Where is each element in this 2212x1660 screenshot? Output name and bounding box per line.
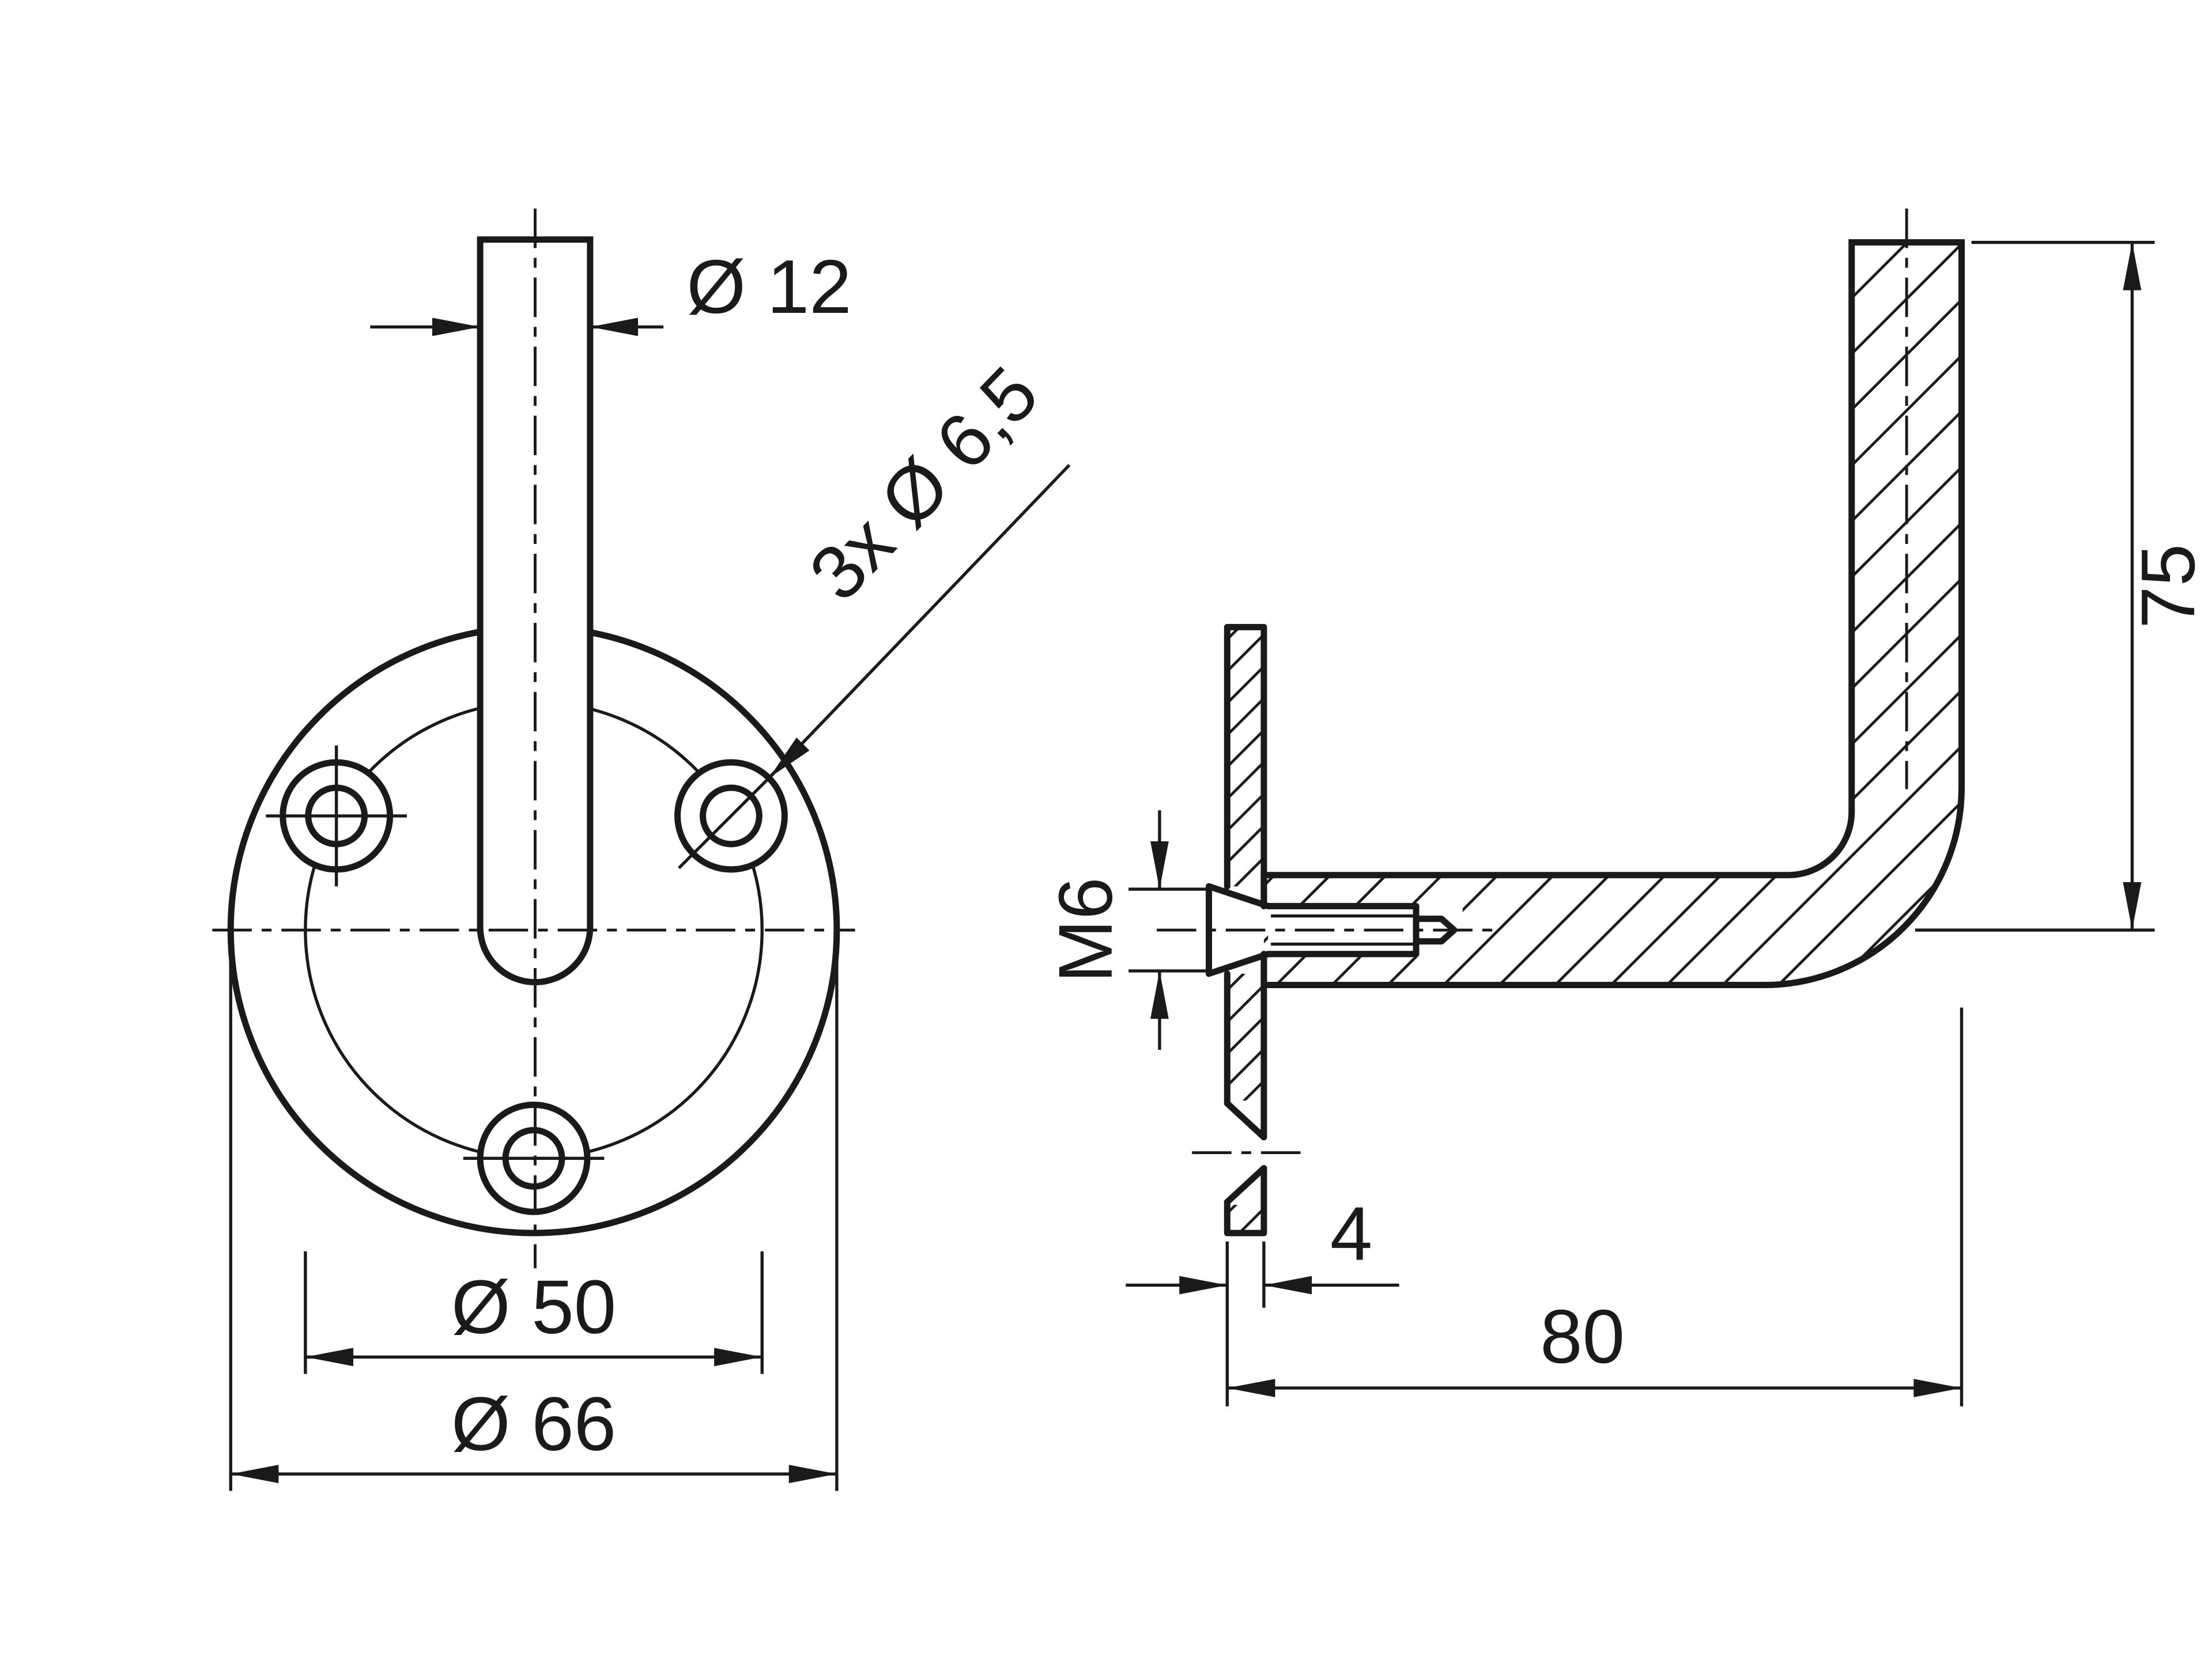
dim-thread: M6 xyxy=(1043,810,1206,1050)
dim-plate-thickness: 4 xyxy=(1126,1190,1399,1406)
plate-countersink-hole xyxy=(1224,1100,1267,1205)
dim-holes: 3x Ø 6,5 xyxy=(768,350,1071,779)
dim-thread-label: M6 xyxy=(1043,877,1128,982)
dim-flange-diameter: Ø 66 xyxy=(229,955,839,1491)
hole-top-right xyxy=(674,759,788,873)
dim-rod-diameter-label: Ø 12 xyxy=(686,244,851,329)
dim-depth: 80 xyxy=(1227,1007,1964,1406)
dim-flange-diameter-label: Ø 66 xyxy=(451,1381,616,1466)
screw-thread-lines xyxy=(1271,914,1417,946)
hole-top-left xyxy=(266,745,407,887)
side-view: M6 75 4 80 xyxy=(1043,208,2210,1406)
dim-plate-thickness-label: 4 xyxy=(1330,1190,1372,1276)
dim-bolt-circle: Ø 50 xyxy=(304,1251,764,1374)
dim-height-label: 75 xyxy=(2125,544,2210,629)
dim-rod-diameter: Ø 12 xyxy=(370,244,852,336)
front-view: Ø 12 3x Ø 6,5 Ø 50 Ø 66 xyxy=(212,208,1071,1491)
dim-height: 75 xyxy=(1915,240,2210,932)
wall-plate xyxy=(1224,623,1267,1237)
bracket-arm xyxy=(1260,239,1965,989)
dim-holes-label: 3x Ø 6,5 xyxy=(793,350,1054,617)
plate-hatching xyxy=(1227,627,1264,1233)
dim-bolt-circle-label: Ø 50 xyxy=(451,1264,616,1349)
dim-depth-label: 80 xyxy=(1540,1294,1625,1379)
